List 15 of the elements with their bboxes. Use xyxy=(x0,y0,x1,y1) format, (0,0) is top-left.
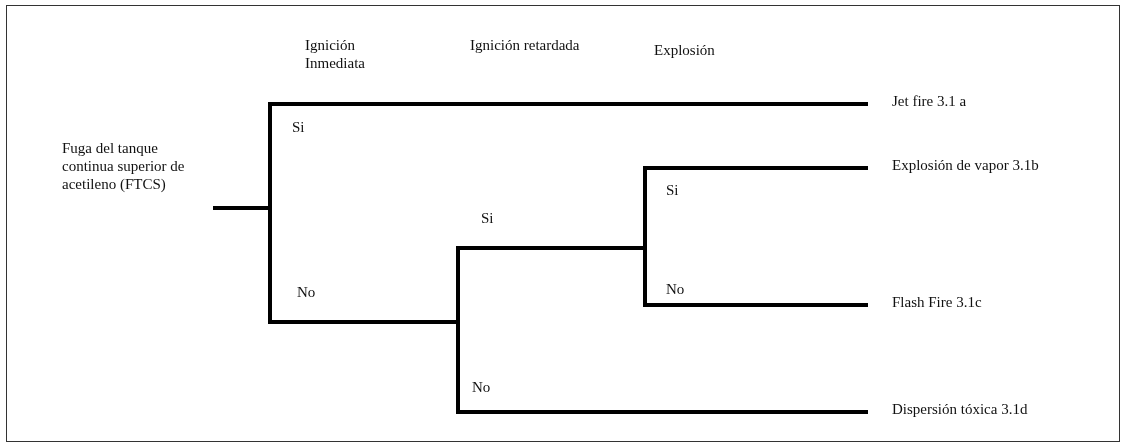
outcome-label: Jet fire 3.1 a xyxy=(892,92,967,110)
branch-label: No xyxy=(666,280,685,298)
outcome-label: Dispersión tóxica 3.1d xyxy=(892,400,1028,418)
branch-line xyxy=(213,206,868,414)
column-heading: Ignición retardada xyxy=(470,36,580,54)
outcome-label: Explosión de vapor 3.1b xyxy=(892,156,1039,174)
branch-label: Si xyxy=(292,118,305,136)
branch-label: No xyxy=(297,283,316,301)
branch-label: No xyxy=(472,378,491,396)
branch-label: Si xyxy=(481,209,494,227)
outcome-label: Flash Fire 3.1c xyxy=(892,293,982,311)
column-heading: Explosión xyxy=(654,41,715,59)
initiating-event-label: Fuga del tanque continua superior de acetileno (FTCS) xyxy=(62,139,186,193)
column-heading: Ignición Inmediata xyxy=(305,36,366,72)
branch-label: Si xyxy=(666,181,679,199)
